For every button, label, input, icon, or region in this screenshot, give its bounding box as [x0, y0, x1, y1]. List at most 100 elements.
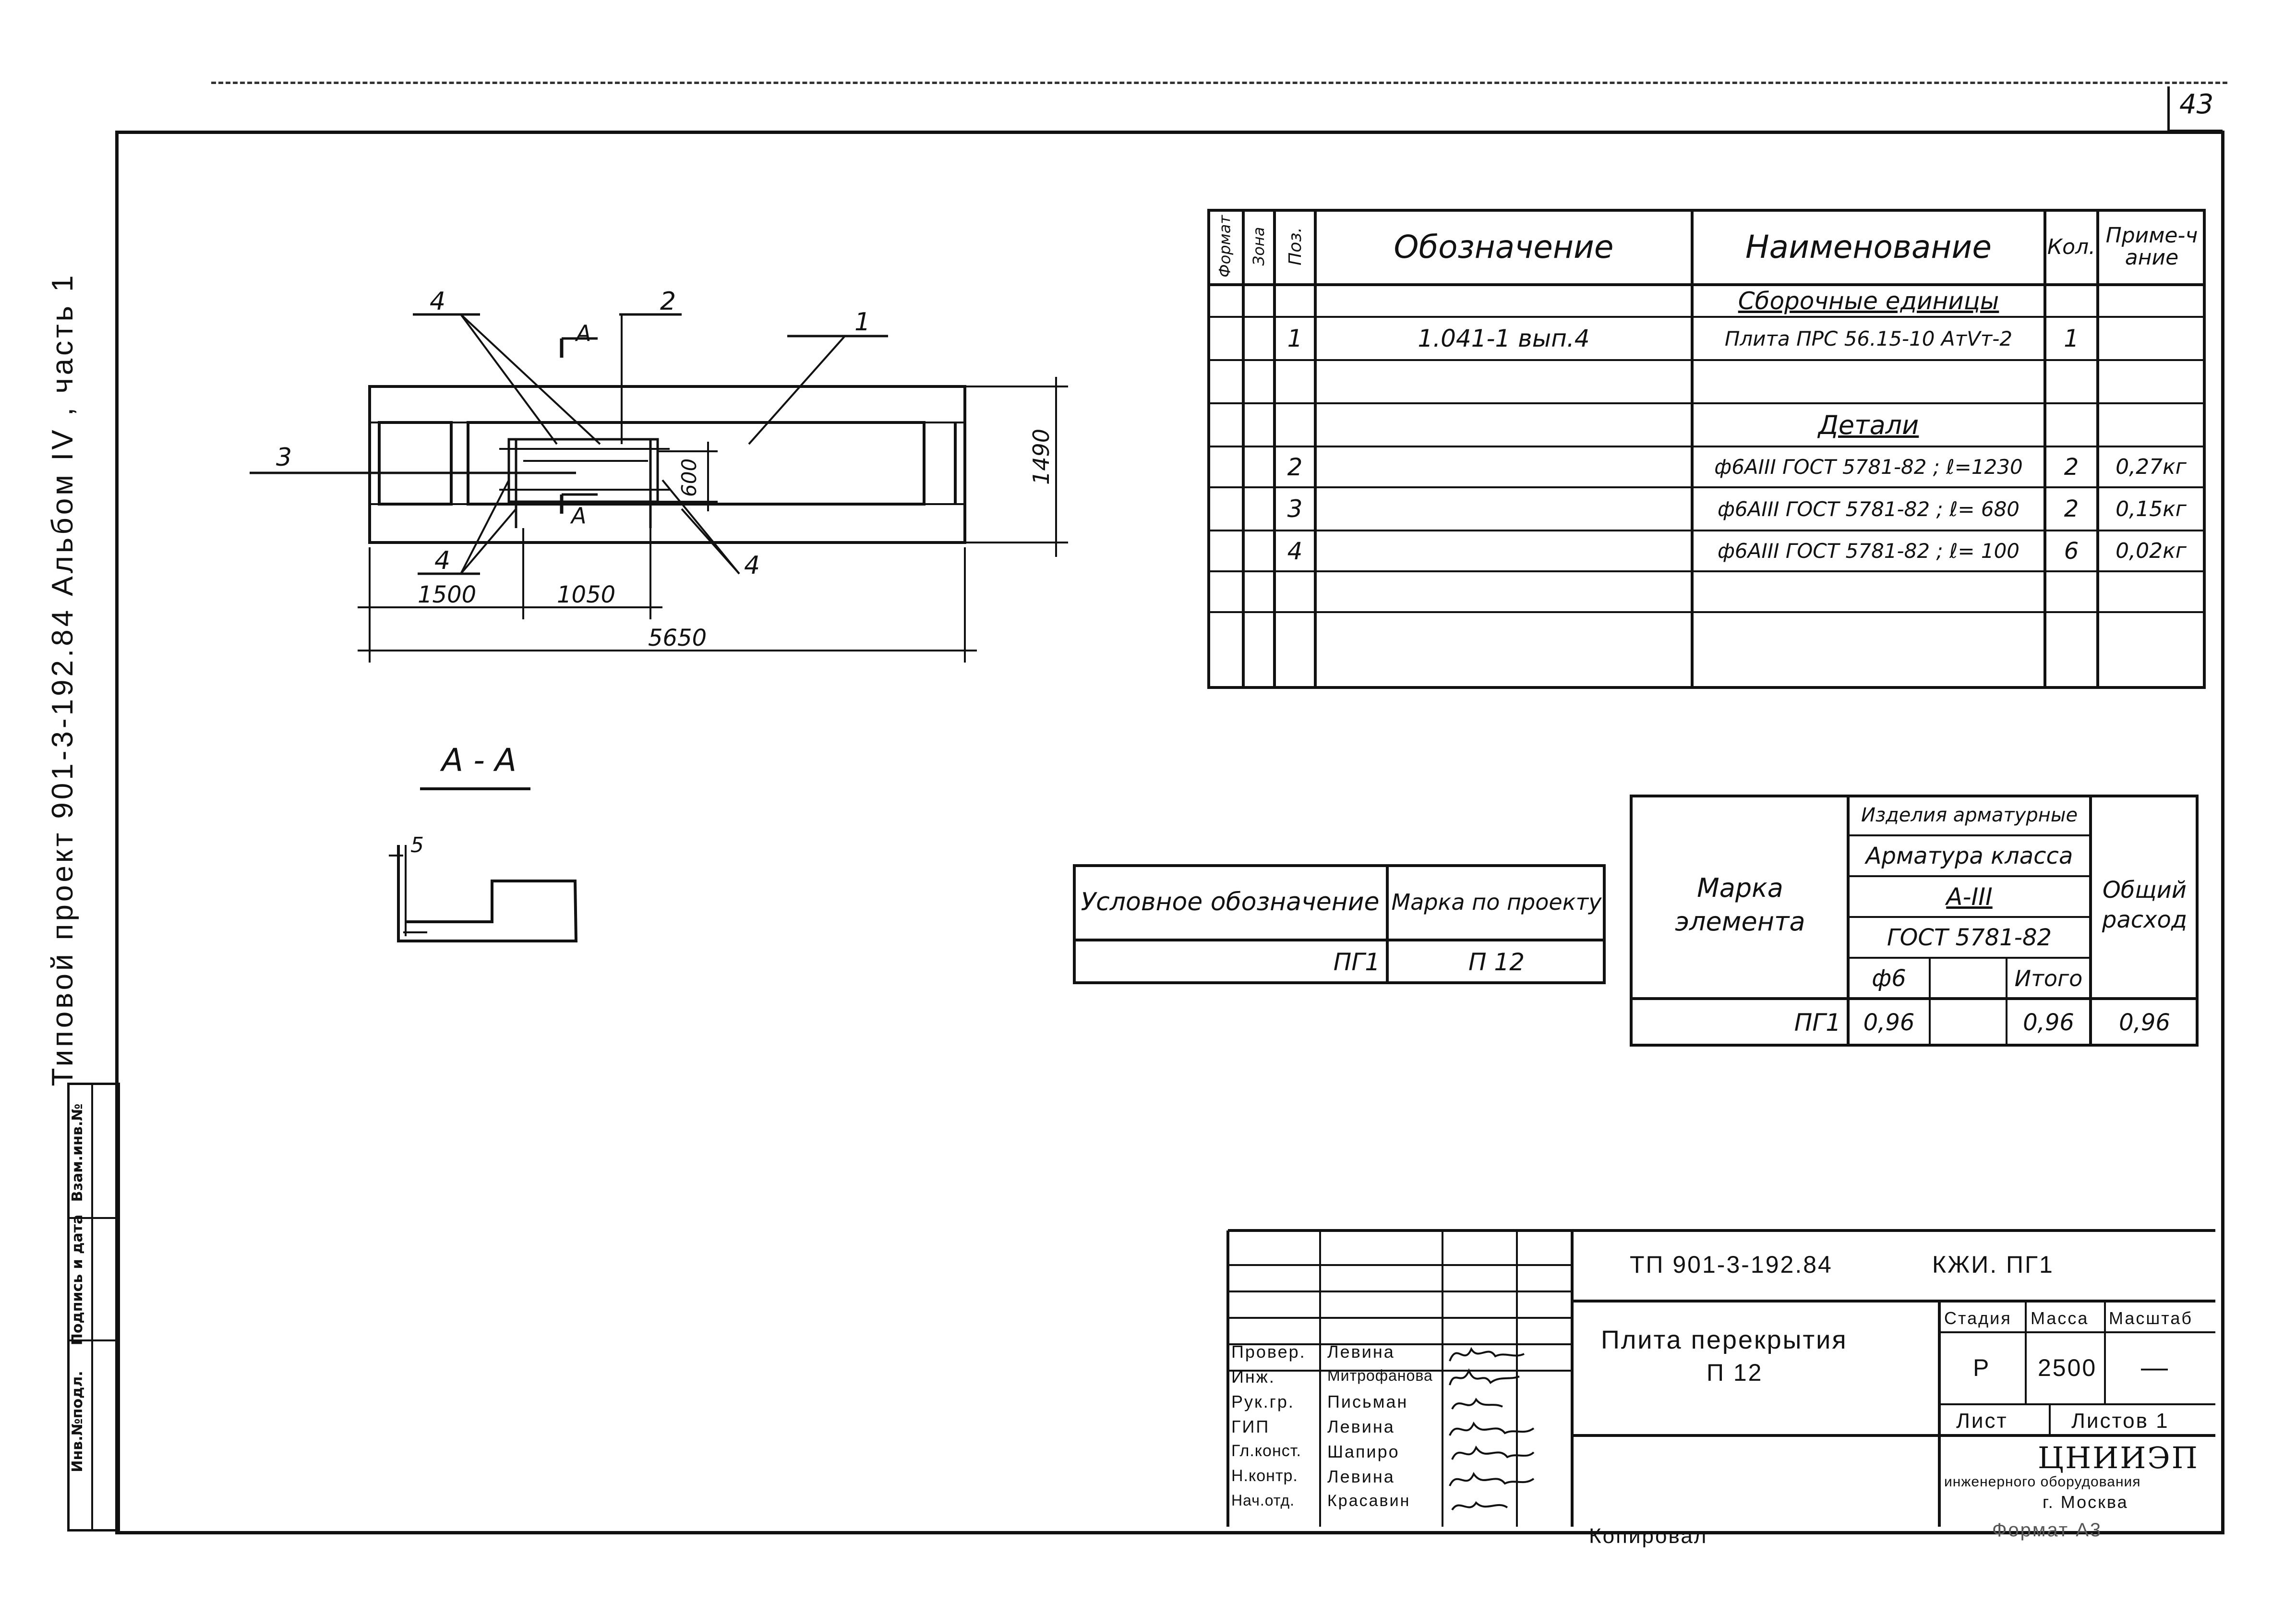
spec-row-name: ф6АIII ГОСТ 5781-82 ; ℓ=1230 [1714, 455, 2023, 479]
mark-table-header-mark: Марка по проекту [1391, 889, 1602, 915]
title-block-org-city: г. Москва [2043, 1492, 2128, 1512]
spec-row-note: 0,27кг [2116, 455, 2187, 479]
title-block-sheets-label: Листов 1 [2071, 1409, 2169, 1433]
spec-row-pos: 3 [1287, 495, 1303, 523]
spec-row-name: Детали [1818, 410, 1919, 440]
title-block-org-name: ЦНИИЭП [2038, 1440, 2199, 1475]
spec-row-pos: 4 [1287, 537, 1303, 565]
rebar-table-row-total: 0,96 [2119, 1009, 2170, 1036]
spec-header-qty: Кол. [2047, 234, 2096, 259]
handwritten-signatures [1449, 1347, 1535, 1511]
spec-row-pos: 1 [1287, 325, 1303, 352]
drawing-frame [115, 131, 2224, 1534]
title-block-sheet-label: Лист [1956, 1409, 2008, 1433]
spec-header-zone: Зона [1250, 227, 1268, 266]
spec-header-designation: Обозначение [1394, 228, 1614, 265]
title-block-mass: 2500 [2038, 1354, 2097, 1381]
signature-role: Н.контр. [1231, 1467, 1298, 1485]
mark-table-symbol-value: ПГ1 [1333, 948, 1380, 976]
side-col-sign: Подпись и дата [69, 1214, 86, 1346]
section-title-underline [420, 787, 530, 790]
rebar-table-total-header: Общий расход [2102, 876, 2188, 933]
dim-1050: 1050 [557, 581, 615, 608]
rebar-table-row-value: 0,96 [1863, 1009, 1915, 1036]
spec-row-name: Плита ПРС 56.15-10 АтVт-2 [1724, 326, 2013, 350]
title-block-mass-label: Масса [2031, 1308, 2089, 1328]
section-mark-bottom: А [570, 503, 586, 529]
signature-role: Нач.отд. [1231, 1492, 1295, 1509]
rebar-table-class: Арматура класса [1865, 842, 2073, 869]
mark-table-mark-value: П 12 [1468, 948, 1525, 976]
section-drawing: 5 [389, 833, 578, 942]
dim-600: 600 [677, 458, 701, 497]
slab-outline [368, 385, 966, 544]
footer-copied: Копировал [1589, 1524, 1708, 1548]
title-block-subtitle: П 12 [1707, 1359, 1763, 1386]
leader-label-1: 1 [854, 308, 870, 337]
leader-label-3: 3 [276, 443, 292, 472]
spec-row-note: 0,15кг [2116, 496, 2187, 521]
section-title: А - А [442, 742, 517, 779]
spec-row-name: ф6АIII ГОСТ 5781-82 ; ℓ= 680 [1717, 497, 2020, 521]
signature-role: Инж. [1231, 1367, 1275, 1387]
slab-plan-drawing: 4 2 1 3 А А 4 4 1500 1050 5650 600 1490 [250, 287, 1068, 663]
spec-header-pos: Поз. [1286, 227, 1305, 265]
signature-role: Гл.конст. [1231, 1442, 1301, 1460]
signature-name: Шапиро [1327, 1442, 1400, 1461]
title-block-code: ТП 901-3-192.84 [1630, 1251, 1833, 1278]
dim-1500: 1500 [418, 581, 476, 608]
spec-header-note: Приме-чание [2105, 223, 2198, 270]
spec-row-qty: 2 [2064, 495, 2079, 522]
signature-name: Письман [1327, 1392, 1408, 1411]
leader-label-4-top: 4 [430, 287, 445, 316]
sheet-number: 43 [2179, 89, 2214, 120]
rebar-table-group: Изделия арматурные [1861, 804, 2078, 826]
section-mark-top: А [575, 320, 591, 346]
mark-table-header-symbol: Условное обозначение [1081, 888, 1380, 917]
rebar-table-gost: ГОСТ 5781-82 [1887, 924, 2052, 951]
specification-table: Формат Зона Поз. Обозначение Наименовани… [1207, 209, 2206, 689]
spec-row-note: 0,02кг [2116, 539, 2187, 563]
rebar-table-row-mark: ПГ1 [1794, 1009, 1841, 1037]
title-block-org-sub: инженерного оборудования [1944, 1474, 2141, 1490]
rebar-consumption-table: Марка элемента Изделия арматурные Армату… [1630, 795, 2199, 1047]
signature-role: ГИП [1231, 1417, 1270, 1436]
rebar-table-mark-header: Марка элемента [1675, 872, 1805, 937]
title-block-stage: Р [1973, 1354, 1991, 1381]
spec-row-name: ф6АIII ГОСТ 5781-82 ; ℓ= 100 [1717, 539, 2020, 563]
dim-5650: 5650 [648, 625, 707, 651]
leader-label-2: 2 [660, 287, 676, 316]
leader-label-4-right: 4 [744, 551, 760, 580]
footer-format: Формат А3 [1992, 1520, 2103, 1541]
spec-row-qty: 2 [2064, 453, 2079, 481]
rebar-table-sub-diameter: ф6 [1872, 965, 1906, 992]
title-block-title: Плита перекрытия [1601, 1326, 1848, 1354]
spec-row-name: Сборочные единицы [1738, 287, 1999, 315]
rebar-table-row-value: 0,96 [2023, 1009, 2074, 1036]
spec-row-qty: 1 [2064, 325, 2079, 352]
leader-label-4-left: 4 [434, 546, 450, 575]
spec-row-pos: 2 [1287, 453, 1303, 481]
rebar-table-sub-total: Итого [2014, 965, 2083, 991]
spec-row-designation: 1.041-1 вып.4 [1418, 325, 1590, 352]
title-block-scale: — [2141, 1352, 2169, 1382]
rebar-table-grade: А-III [1946, 882, 1993, 911]
spec-row-qty: 6 [2064, 537, 2079, 565]
section-dim-5: 5 [410, 833, 424, 857]
side-stamp: Инв.№подл. Подпись и дата Взам.инв.№ [67, 1083, 120, 1532]
title-block-scale-label: Масштаб [2109, 1308, 2193, 1328]
signature-role: Рук.гр. [1231, 1392, 1295, 1411]
signature-name: Красавин [1327, 1492, 1411, 1510]
top-dashed-line [211, 82, 2227, 84]
side-col-inv: Инв.№подл. [69, 1371, 86, 1472]
title-block: ТП 901-3-192.84 КЖИ. ПГ1 Плита перекрыти… [1226, 1229, 2215, 1527]
signature-name: Левина [1327, 1342, 1395, 1362]
title-block-sheet-code: КЖИ. ПГ1 [1932, 1251, 2054, 1278]
signature-name: Левина [1327, 1467, 1395, 1486]
mark-table: Условное обозначение Марка по проекту ПГ… [1073, 864, 1606, 984]
signature-role: Провер. [1231, 1342, 1306, 1362]
side-col-replace: Взам.инв.№ [69, 1103, 86, 1202]
signature-name: Левина [1327, 1417, 1395, 1436]
spec-header-format: Формат [1215, 215, 1234, 277]
title-block-stage-label: Стадия [1944, 1308, 2012, 1328]
